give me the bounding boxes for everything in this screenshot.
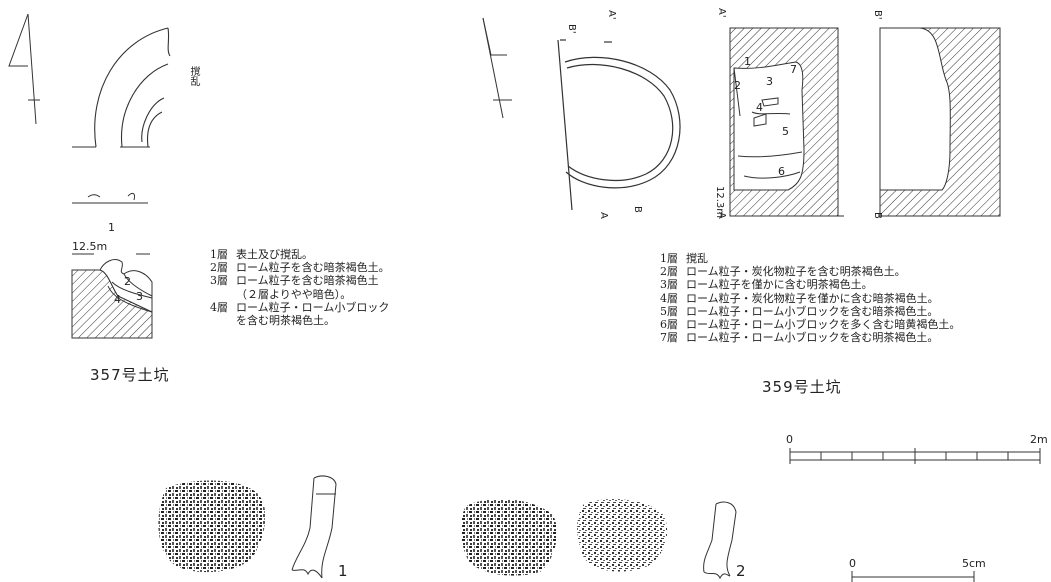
pit359-caption: 359号土坑 (762, 378, 842, 396)
pit357-caption: 357号土坑 (90, 366, 170, 384)
artifact-1-profile (291, 475, 337, 579)
section-layer-label: 2 (734, 79, 741, 92)
pit357-plan (72, 27, 171, 148)
north-arrow-icon (8, 13, 40, 125)
legend-row: 2層ローム粒子を含む暗茶褐色土。 (210, 261, 390, 275)
legend-row: （２層よりやや暗色）。 (236, 287, 352, 301)
legend-row: 3層ローム粒子を含む暗茶褐色土 (210, 274, 379, 288)
elevation-label-357: 12.5m (72, 240, 108, 253)
section-label-a-prime: A' (716, 8, 727, 18)
section-layer-label: 4 (756, 101, 763, 114)
artifact-number-2: 2 (736, 562, 747, 580)
section-layer-label: 2 (124, 275, 131, 288)
plan-label-b-prime: B' (566, 24, 577, 34)
scale-5cm-max-label: 5cm (962, 557, 986, 570)
scale-bar-2m (789, 448, 1041, 464)
legend-row: 5層ローム粒子・ローム小ブロックを含む暗茶褐色土。 (660, 304, 939, 318)
legend-row: 3層ローム粒子を僅かに含む明茶褐色土。 (660, 278, 873, 292)
plan-label-b: B (632, 206, 643, 213)
north-arrow-icon (482, 17, 512, 119)
legend-row: 7層ローム粒子・ローム小ブロックを含む明茶褐色土。 (660, 331, 939, 345)
section-label-b-prime: B' (872, 10, 883, 20)
section-label-b: B (872, 212, 883, 219)
legend-row: 1層撹乱 (660, 252, 708, 265)
artifact-2-rubbing (460, 499, 668, 576)
pit359-section-a (729, 27, 844, 217)
elevation-label-359: 12.3m (714, 186, 725, 219)
legend-row: 4層ローム粒子・炭化物粒子を僅かに含む暗茶褐色土。 (660, 291, 939, 305)
pit359-legend: 1層撹乱 2層ローム粒子・炭化物粒子を含む明茶褐色土。 3層ローム粒子を僅かに含… (660, 252, 960, 344)
pit357-legend: 1層表土及び撹乱。 2層ローム粒子を含む暗茶褐色土。 3層ローム粒子を含む暗茶褐… (210, 248, 390, 327)
artifact-1-rubbing (158, 480, 266, 573)
section-layer-label: 1 (744, 55, 751, 68)
section-layer-label: 3 (766, 75, 773, 88)
pit359-plan (557, 39, 681, 211)
scale-bar-5cm (851, 571, 975, 582)
artifact-number-1: 1 (338, 562, 349, 580)
legend-row: 2層ローム粒子・炭化物粒子を含む明茶褐色土。 (660, 265, 906, 279)
pit359-section-b (879, 27, 1001, 217)
scale-5cm-min-label: 0 (849, 557, 856, 570)
section-layer-label: 5 (782, 125, 789, 138)
disturbance-label: 撹乱 (188, 66, 199, 86)
plan-label-a-prime: A' (606, 10, 617, 20)
plan-label-a: A (598, 212, 609, 219)
pit357-section (71, 253, 153, 339)
section-label-a: A (716, 212, 727, 219)
legend-row: 6層ローム粒子・ローム小ブロックを多く含む暗黄褐色土。 (660, 318, 961, 332)
section-layer-label: 4 (114, 293, 121, 306)
pit357-section-stub (72, 192, 148, 204)
scale-2m-min-label: 0 (786, 433, 793, 446)
section-stub-label: 1 (108, 221, 115, 234)
section-layer-label: 7 (790, 63, 797, 76)
artifact-2-profile (703, 501, 737, 580)
section-layer-label: 3 (136, 290, 143, 303)
scale-2m-max-label: 2m (1030, 433, 1048, 446)
legend-row: 4層ローム粒子・ローム小ブロック (210, 300, 390, 314)
legend-row: を含む明茶褐色土。 (236, 314, 335, 328)
section-layer-label: 6 (778, 165, 785, 178)
legend-row: 1層表土及び撹乱。 (210, 248, 313, 261)
